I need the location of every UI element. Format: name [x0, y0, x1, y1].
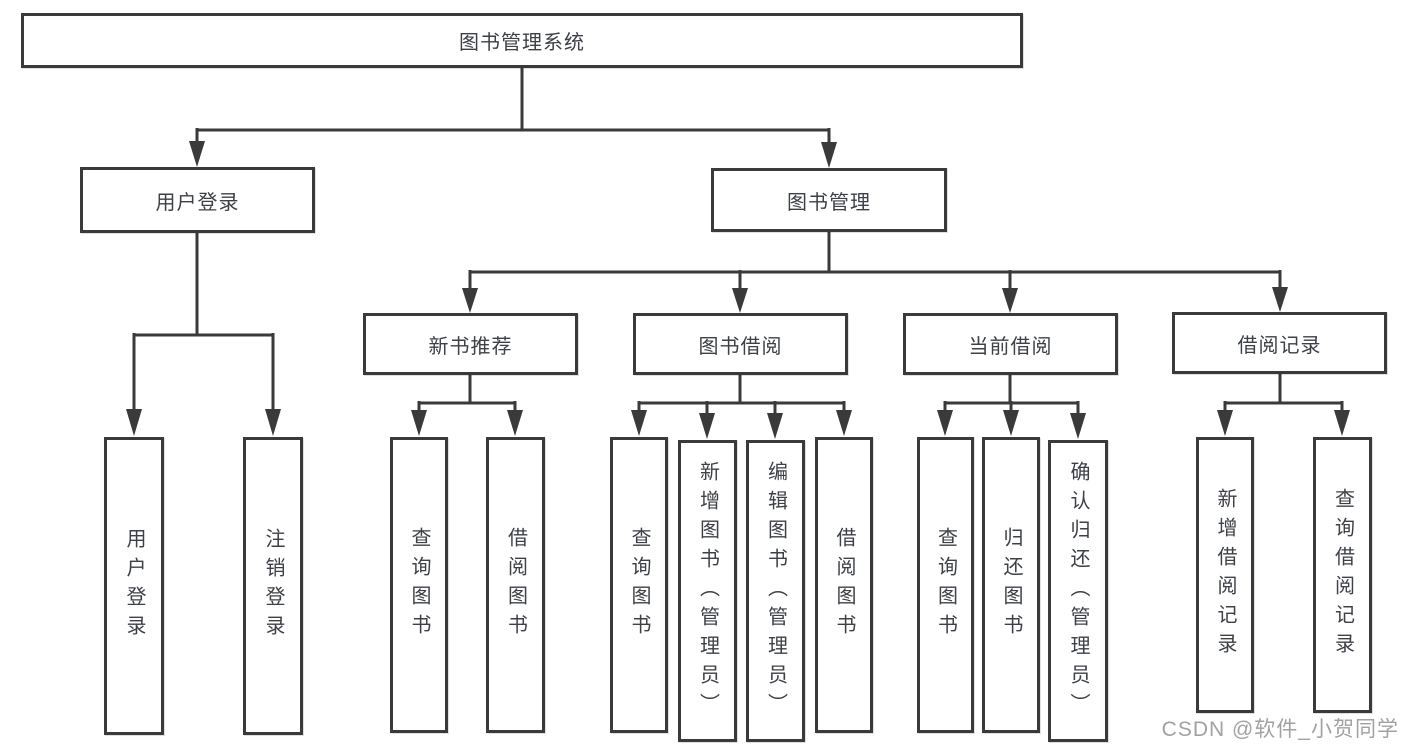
node-library-system: 图书管理系统 — [21, 13, 1023, 68]
leaf-label: 编辑图书（管理员） — [764, 460, 787, 722]
node-book-borrow: 图书借阅 — [633, 313, 848, 375]
connector-root-split — [189, 68, 837, 168]
leaf-query-book-borrow: 查询图书 — [610, 437, 668, 733]
node-user-login: 用户登录 — [80, 167, 315, 233]
leaf-borrow-book-borrow: 借阅图书 — [815, 437, 873, 733]
leaf-label: 新增图书（管理员） — [696, 460, 719, 722]
node-label: 借阅记录 — [1237, 334, 1322, 357]
csdn-watermark: CSDN @软件_小贺同学 — [1161, 718, 1399, 741]
node-book-management: 图书管理 — [711, 168, 947, 232]
leaf-label: 借阅图书 — [504, 527, 527, 643]
leaf-user-login: 用户登录 — [104, 437, 164, 735]
node-label: 用户登录 — [155, 191, 240, 214]
leaf-label: 借阅图书 — [833, 527, 855, 643]
leaf-query-book-newbook: 查询图书 — [390, 437, 448, 733]
leaf-label: 新增借阅记录 — [1214, 488, 1236, 662]
leaf-label: 归还图书 — [1000, 527, 1022, 643]
node-current-borrow: 当前借阅 — [903, 313, 1118, 375]
connector-new-book-split — [411, 375, 523, 436]
leaf-label: 查询图书 — [934, 527, 957, 643]
node-label: 新书推荐 — [428, 335, 513, 358]
leaf-add-borrow-record: 新增借阅记录 — [1196, 437, 1254, 713]
leaf-edit-book-admin: 编辑图书（管理员） — [746, 440, 805, 742]
node-label: 图书管理 — [787, 191, 871, 214]
node-label: 图书借阅 — [698, 335, 783, 358]
leaf-label: 确认归还（管理员） — [1067, 460, 1089, 722]
node-new-book-recommend: 新书推荐 — [363, 313, 578, 375]
node-label: 当前借阅 — [968, 335, 1053, 358]
leaf-label: 注销登录 — [262, 528, 284, 644]
connector-borrow-record-split — [1217, 374, 1350, 436]
leaf-query-borrow-record: 查询借阅记录 — [1313, 437, 1372, 713]
leaf-label: 用户登录 — [123, 528, 145, 644]
leaf-label: 查询借阅记录 — [1331, 488, 1354, 662]
connector-book-management-split — [462, 232, 1288, 313]
connector-current-borrow-split — [937, 373, 1086, 439]
connector-user-login-split — [126, 233, 281, 436]
leaf-label: 查询图书 — [628, 527, 650, 643]
leaf-borrow-book-newbook: 借阅图书 — [486, 437, 545, 733]
leaf-confirm-return-admin: 确认归还（管理员） — [1048, 440, 1108, 742]
leaf-logout: 注销登录 — [243, 437, 303, 735]
leaf-add-book-admin: 新增图书（管理员） — [678, 440, 737, 742]
node-label: 图书管理系统 — [459, 32, 585, 54]
connector-book-borrow-split — [631, 375, 852, 439]
leaf-label: 查询图书 — [408, 527, 430, 643]
leaf-query-book-current: 查询图书 — [917, 437, 974, 733]
node-borrow-record: 借阅记录 — [1172, 312, 1387, 374]
leaf-return-book: 归还图书 — [982, 437, 1040, 733]
